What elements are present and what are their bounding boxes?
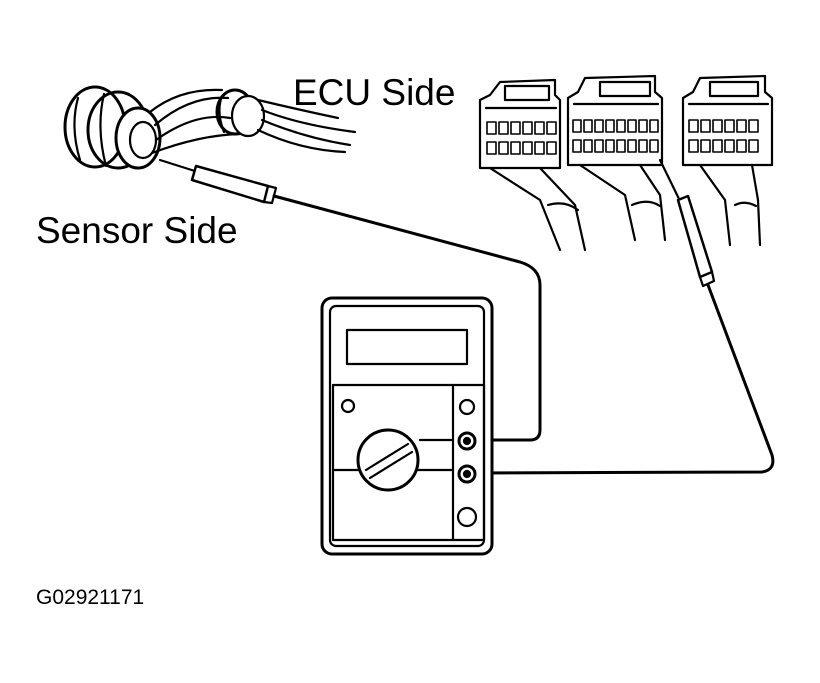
multimeter-icon [320,296,494,556]
ecu-test-lead [468,283,775,475]
sensor-test-lead [272,194,542,442]
sensor-side-label: Sensor Side [36,210,238,251]
ecu-connector-icon [478,74,774,252]
sensor-probe-icon [158,158,278,205]
sensor-connector-icon [63,85,357,170]
figure-code: G02921171 [36,586,145,609]
ecu-probe-icon [658,158,716,288]
ecu-side-label: ECU Side [293,72,456,113]
